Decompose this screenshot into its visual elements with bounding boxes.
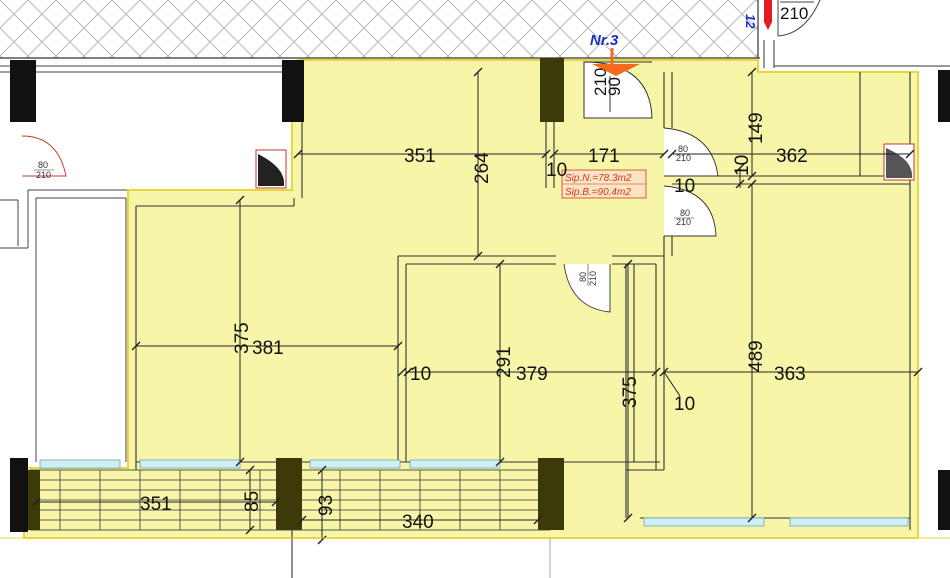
dimension-ticks: [31, 67, 923, 545]
exterior-hatch: [0, 0, 758, 58]
svg-text:80: 80: [38, 160, 48, 170]
dim-right-room-depth: 375: [620, 376, 641, 408]
fixture-right: [883, 143, 915, 181]
svg-text:80: 80: [678, 144, 688, 154]
top-corner-door-height: 210: [780, 4, 808, 23]
dim-living-top-width: 351: [404, 146, 436, 167]
door-bathroom-2: 80 210: [663, 185, 717, 237]
dim-balcony-right-width: 340: [402, 512, 434, 533]
columns: [10, 58, 950, 532]
svg-text:80: 80: [578, 272, 588, 282]
dim-bath-width: 362: [776, 146, 808, 167]
dim-balcony-depth-b: 93: [316, 495, 337, 516]
area-net: Sip.N.=78.3m2: [565, 173, 632, 184]
dim-hall-depth: 264: [472, 152, 493, 184]
svg-text:210: 210: [588, 271, 598, 286]
dim-middle-depth: 291: [494, 346, 515, 378]
top-corner-digits: 12: [743, 14, 758, 29]
dim-balcony-depth-a: 85: [242, 491, 263, 512]
top-corner-door-arc: [777, 0, 821, 37]
dim-wall-b: 10: [674, 176, 695, 197]
dim-right-room-height: 489: [746, 340, 767, 372]
dim-wall-e: 10: [674, 394, 695, 415]
dim-balcony-left-width: 351: [140, 494, 172, 515]
svg-text:210: 210: [36, 170, 51, 180]
area-box: Sip.N.=78.3m2 Sip.B.=90.4m2: [561, 169, 647, 199]
entrance-door-height: 210: [591, 68, 610, 96]
dim-wall-d: 10: [410, 364, 431, 385]
svg-text:80: 80: [680, 208, 690, 218]
dim-bath-depth: 149: [746, 112, 767, 144]
red-marker-icon: [764, 0, 772, 30]
dim-right-room-width: 363: [774, 364, 806, 385]
dim-hall-width: 171: [588, 146, 620, 167]
door-bathroom-1: 80 210: [663, 127, 719, 177]
dim-left-room-depth: 375: [232, 322, 253, 354]
door-left-neighbour: 80 210: [21, 135, 67, 180]
apartment-number: Nr.3: [590, 32, 619, 49]
entrance-arrow-icon: [592, 64, 640, 76]
dim-middle-width: 379: [516, 364, 548, 385]
dimension-lines: [36, 72, 918, 540]
svg-text:210: 210: [676, 153, 691, 163]
door-bedroom: 80 210: [563, 263, 611, 313]
dim-wall-c: 10: [732, 155, 753, 176]
entrance-door: 90 210: [583, 48, 653, 119]
dim-left-room-width: 381: [252, 338, 284, 359]
area-gross: Sip.B.=90.4m2: [565, 187, 631, 198]
fixture-left: [255, 149, 287, 189]
windows: [39, 459, 909, 527]
dim-wall-a: 10: [546, 160, 567, 181]
svg-text:210: 210: [676, 217, 691, 227]
